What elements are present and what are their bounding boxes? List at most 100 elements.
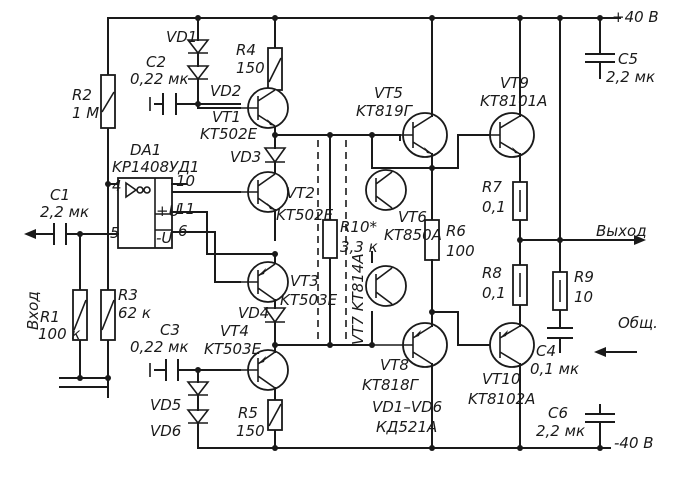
- vt4-ref-label: VT4: [220, 322, 249, 340]
- vt9-type-label: KT8101A: [480, 92, 547, 110]
- r5-value-label: 150: [236, 422, 265, 440]
- vt4-type-label: KT503E: [204, 340, 262, 358]
- r2-ref-label: R2: [72, 86, 92, 104]
- r3-value-label: 62 к: [118, 304, 151, 322]
- vd1-label: VD1: [166, 28, 197, 46]
- output-drive-wiring: [431, 134, 491, 346]
- r6-ref-label: R6: [446, 222, 466, 240]
- c5-ref-label: C5: [618, 50, 638, 68]
- vd4-label: VD4: [238, 304, 269, 322]
- vt2-type-label: KT502E: [276, 206, 334, 224]
- r3-ref-label: R3: [118, 286, 138, 304]
- r10-value-label: 3,3 к: [340, 238, 378, 256]
- da1-opamp: [117, 177, 173, 249]
- c1-value-label: 2,2 мк: [40, 203, 89, 221]
- r8-value-label: 0,1: [482, 284, 506, 302]
- r2-wiring: [59, 17, 109, 398]
- vt6-type-label: KT850A: [384, 226, 442, 244]
- r10-resistor: [322, 219, 338, 259]
- vt7-label: VT7 KT814A: [349, 253, 367, 345]
- c1-ref-label: C1: [50, 186, 70, 204]
- positive-rail: [107, 17, 621, 241]
- vt3-ref-label: VT3: [290, 272, 319, 290]
- r5-ref-label: R5: [238, 404, 258, 422]
- c2-ref-label: C2: [146, 53, 166, 71]
- vd3-diode: [263, 147, 287, 164]
- vd3-wiring: [274, 134, 331, 173]
- vt5-ref-label: VT5: [374, 84, 403, 102]
- supply-negative-label: -40 B: [614, 434, 654, 452]
- input-label: Вход: [24, 291, 42, 330]
- c4-ref-label: C4: [536, 342, 556, 360]
- vd5-label: VD5: [150, 396, 181, 414]
- c4-value-label: 0,1 мк: [530, 360, 579, 378]
- vt3-transistor: [240, 261, 289, 303]
- vd5-diode: [186, 381, 210, 411]
- da1-pin5: 5: [110, 224, 120, 242]
- vd3-label: VD3: [230, 148, 261, 166]
- r2-value-label: 1 M: [72, 104, 99, 122]
- da1-pin10: 10: [176, 172, 195, 190]
- da1-pin11: 11: [176, 200, 195, 218]
- c3-value-label: 0,22 мк: [130, 338, 189, 356]
- r10-wiring: [274, 134, 373, 346]
- da1-pin4: 4: [112, 177, 122, 195]
- common-arrow: [594, 347, 606, 357]
- vd6-diode: [186, 409, 210, 431]
- vt8-ref-label: VT8: [380, 356, 409, 374]
- r4-ref-label: R4: [236, 41, 256, 59]
- r10-ref-label: R10*: [340, 218, 378, 236]
- output-arrow: [634, 235, 646, 245]
- c1-capacitor: [53, 223, 67, 245]
- vt4-transistor: [240, 349, 289, 391]
- da1-minus-u: -U: [156, 229, 172, 247]
- da1-ref-label: DA1: [130, 141, 161, 159]
- c3-ref-label: C3: [160, 321, 180, 339]
- c3-capacitor: [165, 359, 179, 381]
- vt5-transistor: [400, 112, 448, 158]
- vt7-dashed-box: [317, 140, 347, 340]
- output-label: Выход: [596, 222, 647, 240]
- vt10-transistor: [489, 322, 535, 368]
- da1-type-label: KP1408УД1: [112, 158, 199, 176]
- vt10-ref-label: VT10: [482, 370, 521, 388]
- vt6-ref-label: VT6: [398, 208, 427, 226]
- c6-ref-label: C6: [548, 404, 568, 422]
- vt2-transistor: [240, 171, 289, 213]
- vt1-type-label: KT502E: [200, 125, 258, 143]
- vt9-transistor: [489, 112, 535, 158]
- vt1-transistor: [240, 87, 289, 129]
- junction-dots: [77, 15, 603, 451]
- vt8-type-label: KT818Г: [362, 376, 420, 394]
- c5-value-label: 2,2 мк: [606, 68, 655, 86]
- vt1-ref-label: VT1: [212, 108, 241, 126]
- supply-positive-label: +40 B: [612, 8, 659, 26]
- vt10-type-label: KT8102A: [468, 390, 535, 408]
- lower-chain-wiring: [197, 344, 276, 449]
- vt3-type-label: KT503E: [280, 291, 338, 309]
- da1-wiring: [91, 183, 216, 241]
- r4-value-label: 150: [236, 59, 265, 77]
- c6-capacitor: [585, 404, 615, 449]
- upper-chain-wiring: [197, 17, 276, 136]
- r9-ref-label: R9: [574, 268, 594, 286]
- vt5-type-label: KT819Г: [356, 102, 414, 120]
- vd6-label: VD6: [150, 422, 181, 440]
- r1-ref-label: R1: [40, 308, 60, 326]
- da1-pin6: 6: [178, 222, 188, 240]
- r1-value-label: 100 к: [38, 325, 80, 343]
- vt9-ref-label: VT9: [500, 74, 529, 92]
- c2-capacitor: [162, 93, 177, 115]
- c2-value-label: 0,22 мк: [130, 70, 189, 88]
- r7-value-label: 0,1: [482, 198, 506, 216]
- vt8-transistor: [372, 322, 448, 368]
- vt2-ref-label: VT2: [286, 184, 315, 202]
- vt3-wiring: [214, 239, 276, 346]
- r7-ref-label: R7: [482, 178, 502, 196]
- vt7-transistor: [365, 265, 407, 307]
- vd-type-label: КД521A: [376, 418, 437, 436]
- vt6-transistor: [365, 169, 407, 211]
- vd2-label: VD2: [210, 82, 241, 100]
- r8-ref-label: R8: [482, 264, 502, 282]
